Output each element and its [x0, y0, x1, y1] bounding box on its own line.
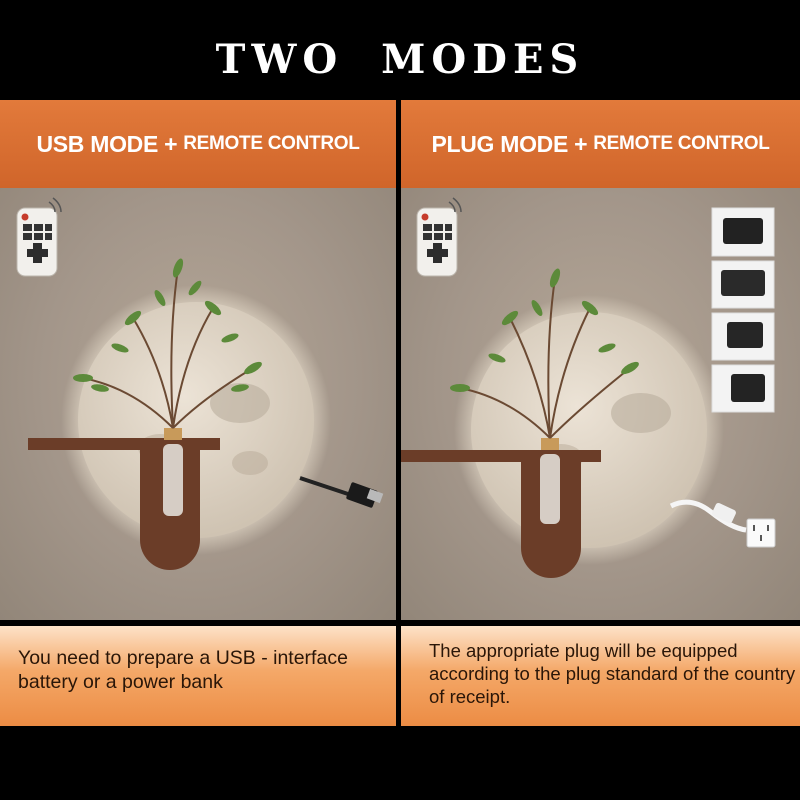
remote-control-icon: [416, 197, 462, 277]
plug-mode-note: The appropriate plug will be equipped ac…: [401, 626, 800, 726]
plant-branches: [82, 267, 254, 429]
plug-mode-panel: PLUG MODE + REMOTE CONTROL: [401, 100, 800, 620]
plant-leaves: [73, 258, 262, 392]
power-adapter-icon: [711, 207, 775, 413]
moon-lamp-icon: [454, 295, 724, 565]
usb-mode-label: USB MODE +: [36, 130, 178, 157]
remote-control-label: REMOTE CONTROL: [183, 133, 360, 154]
remote-control-label: REMOTE CONTROL: [593, 133, 770, 154]
plug-mode-product-scene: [401, 188, 800, 620]
usb-mode-product-scene: [0, 188, 396, 620]
moon-lamp-icon: [61, 285, 331, 555]
plug-mode-header: PLUG MODE + REMOTE CONTROL: [401, 100, 800, 188]
wooden-shelf: [401, 438, 601, 578]
usb-mode-header: USB MODE + REMOTE CONTROL: [0, 100, 396, 188]
wall-socket-icon: [746, 518, 776, 548]
usb-cable-icon: [299, 476, 384, 508]
wooden-shelf: [28, 428, 220, 570]
plant-branches: [459, 277, 631, 439]
usb-mode-panel: USB MODE + REMOTE CONTROL: [0, 100, 396, 620]
usb-mode-note: You need to prepare a USB - interface ba…: [0, 626, 396, 726]
power-cord-icon: [669, 499, 747, 533]
plug-mode-label: PLUG MODE +: [431, 130, 588, 157]
remote-control-icon: [16, 197, 62, 277]
page-title: TWO MODES: [215, 36, 585, 83]
plant-leaves: [450, 268, 639, 392]
